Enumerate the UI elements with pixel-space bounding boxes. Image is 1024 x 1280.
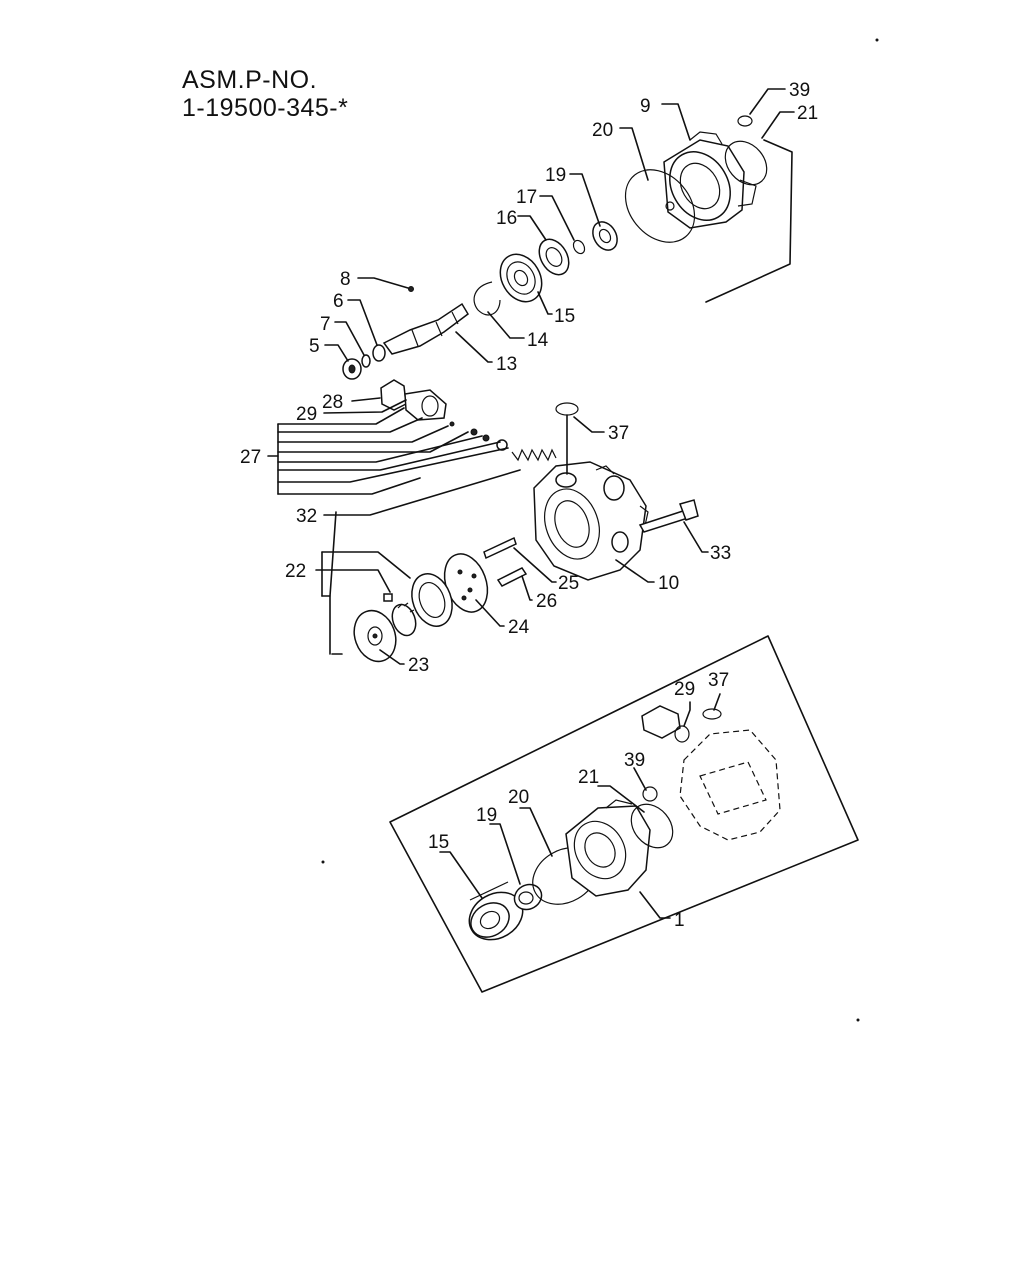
callout-29: 29 bbox=[296, 404, 317, 425]
part-20-gasket bbox=[624, 169, 696, 243]
rotor bbox=[383, 593, 417, 637]
callout-32: 32 bbox=[296, 506, 317, 527]
callout-19: 19 bbox=[545, 165, 566, 186]
kit-part-15-bearing bbox=[468, 881, 524, 941]
callout-27: 27 bbox=[240, 447, 261, 468]
callout-28: 28 bbox=[322, 392, 343, 413]
speck bbox=[321, 860, 325, 864]
callout-20: 20 bbox=[592, 120, 613, 141]
kit-callout-15: 15 bbox=[428, 832, 449, 853]
part-22-cam-ring bbox=[411, 573, 453, 627]
callout-15: 15 bbox=[554, 306, 575, 327]
callout-8: 8 bbox=[340, 269, 351, 290]
callout-5: 5 bbox=[309, 336, 320, 357]
part-27-ball-a bbox=[449, 421, 455, 427]
part-33-bolt bbox=[638, 499, 699, 533]
part-13-shaft bbox=[382, 302, 469, 355]
callout-22: 22 bbox=[285, 561, 306, 582]
part-26-bolt bbox=[496, 567, 528, 587]
callout-37: 37 bbox=[608, 423, 629, 444]
kit-callout-29: 29 bbox=[674, 679, 695, 700]
part-25-pin bbox=[483, 536, 517, 560]
callout-10: 10 bbox=[658, 573, 679, 594]
leader-lines bbox=[267, 88, 795, 665]
callout-9: 9 bbox=[640, 96, 651, 117]
kit-1-box bbox=[389, 635, 859, 993]
callout-labels: 9 39 21 20 19 17 16 15 14 13 8 6 7 5 28 … bbox=[240, 80, 818, 931]
kit-callout-39: 39 bbox=[624, 750, 645, 771]
part-17-snap-ring bbox=[572, 239, 586, 255]
callout-14: 14 bbox=[527, 330, 549, 351]
callout-6: 6 bbox=[333, 291, 344, 312]
callout-16: 16 bbox=[496, 208, 517, 229]
kit-callout-37: 37 bbox=[708, 670, 729, 691]
part-27-ball-b bbox=[470, 428, 478, 436]
part-6-washer bbox=[372, 344, 386, 362]
kit-part-21-o-ring bbox=[630, 803, 674, 849]
speck bbox=[875, 38, 879, 42]
callout-7: 7 bbox=[320, 314, 331, 335]
callout-24: 24 bbox=[508, 617, 530, 638]
assembly-part-number: 1-19500-345-* bbox=[182, 94, 349, 122]
part-37-o-ring bbox=[555, 402, 579, 416]
part-7-lock-washer bbox=[361, 354, 371, 368]
callout-21: 21 bbox=[797, 103, 818, 124]
kit-part-39-o-ring bbox=[642, 786, 658, 802]
callout-33: 33 bbox=[710, 543, 731, 564]
part-32-spring bbox=[511, 448, 557, 462]
kit-callout-19: 19 bbox=[476, 805, 497, 826]
kit-part-37-o-ring bbox=[702, 708, 722, 720]
callout-25: 25 bbox=[558, 573, 579, 594]
part-21-o-ring bbox=[724, 140, 768, 186]
kit-callout-21: 21 bbox=[578, 767, 599, 788]
speck bbox=[856, 1018, 860, 1022]
kit-leader-lines bbox=[439, 693, 721, 919]
part-9-front-housing bbox=[663, 131, 757, 229]
callout-17: 17 bbox=[516, 187, 537, 208]
callout-26: 26 bbox=[536, 591, 557, 612]
part-16-washer bbox=[538, 238, 570, 276]
part-8-pin bbox=[408, 286, 414, 292]
callout-23: 23 bbox=[408, 655, 429, 676]
part-29-valve bbox=[404, 389, 447, 421]
assembly-part-number-label: ASM.P-NO. bbox=[182, 66, 318, 94]
part-5-nut bbox=[342, 358, 362, 380]
part-19-oil-seal bbox=[592, 221, 618, 251]
callout-1: 1 bbox=[674, 910, 685, 931]
part-15-ball-bearing bbox=[499, 253, 543, 303]
kit-part-29-valve bbox=[641, 705, 690, 743]
part-10-pump-body bbox=[533, 461, 649, 581]
part-39-small-o-ring bbox=[737, 115, 753, 127]
part-23-end-plate bbox=[353, 609, 397, 663]
kit-pump-body-outline bbox=[679, 729, 781, 841]
kit-housing bbox=[565, 799, 651, 897]
callout-13: 13 bbox=[496, 354, 517, 375]
part-27-ball-c bbox=[482, 434, 490, 442]
callout-39: 39 bbox=[789, 80, 810, 101]
part-14-snap-ring bbox=[473, 281, 501, 316]
kit-callout-20: 20 bbox=[508, 787, 529, 808]
